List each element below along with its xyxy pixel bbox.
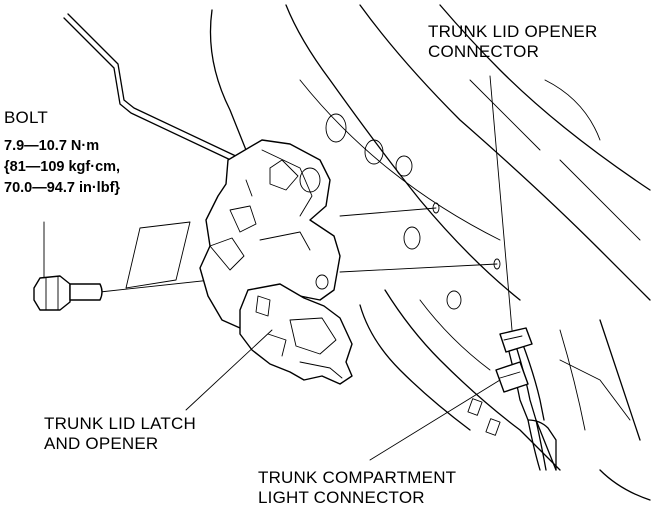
leader-lines [43, 75, 513, 461]
light-connector-line-2: LIGHT CONNECTOR [258, 488, 425, 508]
latch-leader-line [185, 329, 273, 411]
light-connector-line-1: TRUNK COMPARTMENT [258, 468, 457, 487]
bolt-torque-spec: 7.9—10.7 N·m {81—109 kgf·cm, 70.0—94.7 i… [4, 136, 120, 199]
trunk-body-panel [209, 4, 651, 501]
bolt-torque-kgfcm: {81—109 kgf·cm, [4, 159, 121, 176]
latch-label-line-2: AND OPENER [44, 434, 159, 454]
wire-harness [495, 327, 557, 471]
opener-connector-leader-line [489, 75, 513, 331]
trunk-lid-opener-connector-label: TRUNK LID OPENER CONNECTOR [428, 22, 597, 63]
bolt-label: BOLT [4, 108, 48, 128]
release-rod [63, 13, 241, 164]
opener-connector-line-1: TRUNK LID OPENER [428, 22, 598, 41]
trunk-lid-latch-and-opener-label: TRUNK LID LATCH AND OPENER [44, 414, 196, 455]
light-connector-leader-line [369, 379, 501, 461]
opener-connector-line-2: CONNECTOR [428, 42, 540, 62]
latch-assembly [199, 139, 353, 385]
bolt-title: BOLT [4, 108, 48, 127]
bolt-part [33, 275, 103, 311]
bolt-torque-nm: 7.9—10.7 N·m [4, 138, 100, 154]
trunk-compartment-light-connector-label: TRUNK COMPARTMENT LIGHT CONNECTOR [258, 468, 456, 509]
bolt-torque-inlbf: 70.0—94.7 in·lbf} [4, 180, 121, 197]
latch-label-line-1: TRUNK LID LATCH [44, 414, 196, 433]
